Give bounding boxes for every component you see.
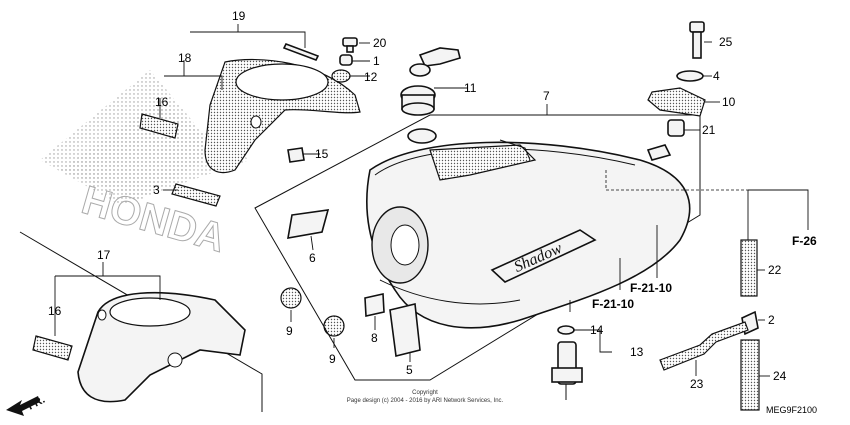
collar-21 bbox=[667, 119, 685, 137]
decal-8 bbox=[364, 293, 385, 317]
collar-1 bbox=[339, 54, 353, 66]
callout-17: 17 bbox=[97, 248, 111, 262]
grommet-12 bbox=[331, 69, 351, 83]
bolt-25 bbox=[689, 21, 705, 59]
callout-9-upper: 9 bbox=[286, 324, 293, 338]
emblem-16-lower bbox=[32, 335, 73, 361]
callout-16-lower: 16 bbox=[48, 304, 62, 318]
emblem-3 bbox=[171, 183, 221, 207]
callout-12: 12 bbox=[364, 70, 378, 84]
callout-11: 11 bbox=[464, 81, 477, 95]
fuel-tank: Shadow bbox=[366, 139, 691, 329]
leader-lines bbox=[54, 24, 809, 377]
mount-rubber-10 bbox=[647, 87, 706, 117]
callout-20: 20 bbox=[373, 36, 387, 50]
callout-5: 5 bbox=[406, 363, 413, 377]
callout-4: 4 bbox=[713, 69, 720, 83]
ref-f-21-10-b: F-21-10 bbox=[592, 297, 634, 311]
decal-5 bbox=[389, 303, 421, 357]
ref-f-26: F-26 bbox=[792, 234, 817, 248]
fuel-cap-11 bbox=[400, 47, 461, 116]
nut-15 bbox=[287, 147, 305, 163]
front-direction-arrow: FR. bbox=[6, 394, 47, 416]
callout-15: 15 bbox=[315, 147, 329, 161]
callout-18: 18 bbox=[178, 51, 192, 65]
callout-13: 13 bbox=[630, 345, 644, 359]
emblem-16-upper bbox=[139, 113, 179, 139]
ref-f-21-10-a: F-21-10 bbox=[630, 281, 672, 295]
grommet-9-lower bbox=[323, 315, 345, 337]
callout-6: 6 bbox=[309, 251, 316, 265]
reference-codes: F-26 F-21-10 F-21-10 bbox=[592, 234, 817, 311]
callout-1: 1 bbox=[373, 54, 380, 68]
washer-14 bbox=[557, 325, 575, 335]
callout-3: 3 bbox=[153, 183, 160, 197]
washer-4 bbox=[676, 70, 704, 82]
callout-22: 22 bbox=[768, 263, 782, 277]
callout-23: 23 bbox=[690, 377, 704, 391]
bolt-20 bbox=[342, 37, 358, 53]
panel-divider-line bbox=[19, 231, 263, 412]
callout-19: 19 bbox=[232, 9, 246, 23]
callout-2: 2 bbox=[768, 313, 775, 327]
callout-labels: 19 18 16 20 1 12 15 3 17 16 9 9 6 8 5 11… bbox=[48, 9, 787, 391]
filler-neck-ring bbox=[407, 128, 437, 144]
callout-16: 16 bbox=[155, 95, 169, 109]
copyright-line-1: Copyright bbox=[412, 390, 438, 396]
callout-24: 24 bbox=[773, 369, 787, 383]
tank-rear-cover-lower bbox=[77, 291, 246, 403]
hose-24 bbox=[740, 339, 760, 411]
direction-label: FR. bbox=[26, 394, 47, 413]
tube-23 bbox=[659, 321, 749, 371]
callout-21: 21 bbox=[702, 123, 716, 137]
fuel-valve-13 bbox=[551, 341, 583, 400]
callout-8: 8 bbox=[371, 331, 378, 345]
callout-25: 25 bbox=[719, 35, 733, 49]
callout-9-lower: 9 bbox=[329, 352, 336, 366]
tank-assembly-boundary bbox=[254, 114, 701, 381]
copyright-line-2: Page design (c) 2004 - 2016 by ARI Netwo… bbox=[347, 398, 504, 404]
tank-rear-cover-upper bbox=[204, 58, 361, 174]
callout-14: 14 bbox=[590, 323, 604, 337]
grommet-9-upper bbox=[280, 287, 302, 309]
callout-10: 10 bbox=[722, 95, 736, 109]
callout-7: 7 bbox=[543, 89, 550, 103]
emblem-19 bbox=[282, 42, 320, 62]
figure-code: MEG9F2100 bbox=[766, 405, 817, 415]
fuel-hose-22 bbox=[740, 239, 758, 297]
decal-6 bbox=[287, 209, 330, 239]
